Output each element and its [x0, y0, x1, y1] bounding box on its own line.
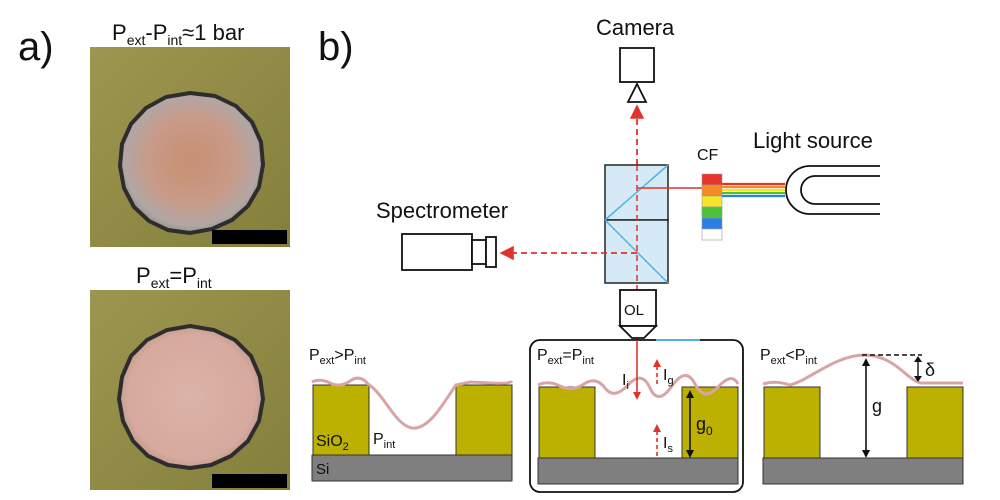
- svg-text:δ: δ: [925, 360, 935, 380]
- svg-text:Is: Is: [663, 435, 673, 455]
- svg-text:g0: g0: [696, 414, 713, 438]
- left-pressure-label: Pext>Pint: [309, 347, 366, 367]
- panel-b-label: b): [318, 25, 354, 69]
- cross-section-right: Pext<Pint δ g: [760, 347, 964, 485]
- bottom-pressure-label: Pext=Pint: [136, 263, 212, 291]
- color-filter: [701, 173, 723, 241]
- micrograph-bottom: [90, 290, 290, 490]
- cf-band-1: [701, 184, 723, 197]
- right-pressure-label: Pext<Pint: [760, 347, 817, 367]
- scale-bar-top: [212, 230, 287, 244]
- objective-lens: [619, 289, 657, 327]
- panel-a-label: a): [18, 25, 54, 69]
- membrane-middle: [537, 374, 740, 398]
- membrane-left: [311, 376, 514, 430]
- light-source-icon: [785, 165, 880, 215]
- cross-section-left: Pext>Pint SiO2 Pint Si: [309, 347, 514, 482]
- cf-band-0: [701, 173, 723, 186]
- cross-section-middle: Pext=Pint Ii Ig Is g0: [529, 339, 744, 493]
- drum-bottom: [116, 323, 266, 471]
- micrograph-top: [90, 47, 290, 247]
- ol-label: OL: [624, 302, 644, 319]
- spectrometer-label: Spectrometer: [376, 198, 508, 223]
- camera-icon: [619, 47, 655, 83]
- cf-band-4: [701, 217, 723, 230]
- svg-text:Ii: Ii: [622, 372, 629, 392]
- top-pressure-label: Pext-Pint≈1 bar: [112, 20, 244, 48]
- cf-band-5: [701, 228, 723, 241]
- svg-text:Pint: Pint: [373, 431, 395, 451]
- rainbow-beam: [722, 182, 785, 198]
- drum-top: [117, 90, 266, 236]
- middle-pressure-label: Pext=Pint: [537, 347, 594, 367]
- camera-label: Camera: [596, 15, 675, 40]
- light-source-label: Light source: [753, 128, 873, 153]
- spectrometer-icon: [401, 233, 497, 271]
- cf-band-2: [701, 195, 723, 208]
- svg-text:g: g: [872, 396, 882, 416]
- camera-lens-icon: [626, 81, 648, 103]
- scale-bar-bottom: [212, 474, 287, 488]
- cf-label: CF: [697, 147, 719, 164]
- svg-text:SiO2: SiO2: [316, 433, 349, 453]
- svg-text:Si: Si: [316, 461, 329, 478]
- cf-band-3: [701, 206, 723, 219]
- svg-text:Ig: Ig: [663, 367, 674, 387]
